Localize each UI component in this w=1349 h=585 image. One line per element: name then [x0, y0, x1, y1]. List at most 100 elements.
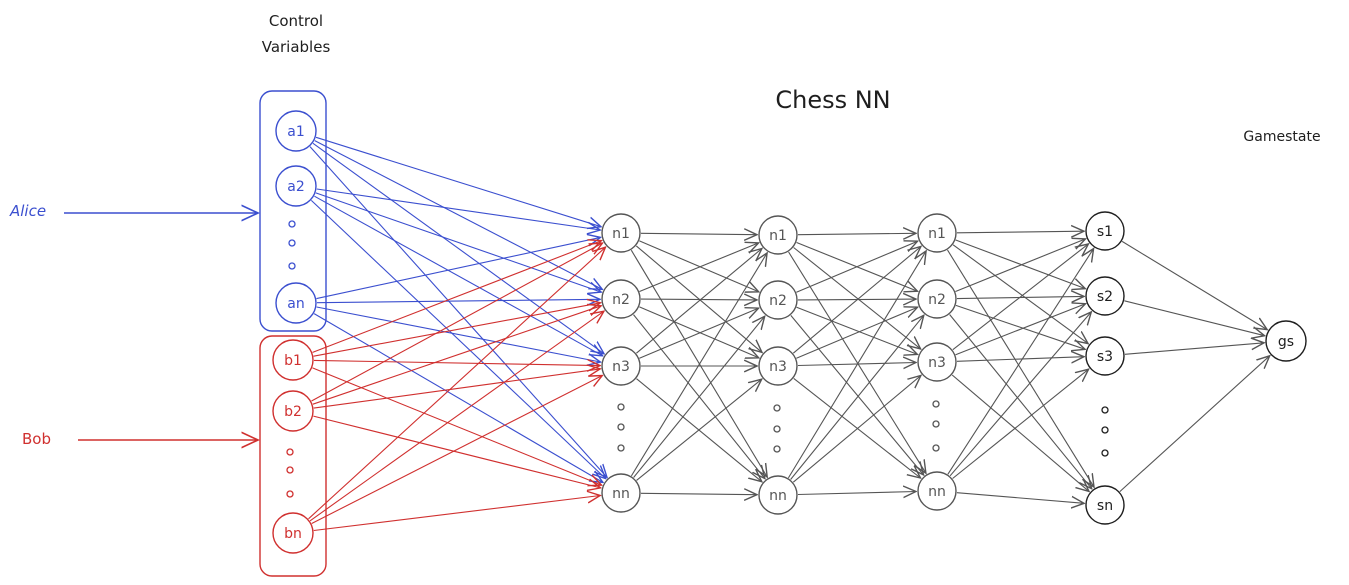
- layer2-node-0-circle: [758, 215, 798, 255]
- connection-bob-0-to-layer1-2: [313, 360, 600, 365]
- connection-layer1-3-to-layer2-2: [636, 379, 762, 481]
- connection-alice-0-to-layer1-3: [309, 146, 607, 478]
- layer1-node-2-circle: [601, 346, 641, 386]
- layer3-node-0-label: n1: [928, 226, 946, 242]
- connection-bob-2-to-layer1-2: [311, 376, 603, 524]
- layer3-node-0: n1: [917, 213, 957, 253]
- alice-node-1-label: a2: [287, 179, 305, 195]
- layer3-node-3-circle: [917, 471, 957, 511]
- connection-layer2-0-to-layer3-0: [797, 233, 916, 234]
- ellipsis-dot-alice-2: [288, 262, 296, 270]
- layer3-node-2: n3: [917, 342, 957, 382]
- connection-layer3-2-to-state-1: [955, 304, 1086, 356]
- alice-node-2: an: [275, 282, 317, 324]
- layer3-node-1-circle: [917, 279, 957, 319]
- layer1-node-2: n3: [601, 346, 641, 386]
- bob-connections: [308, 241, 606, 532]
- layer3-node-1-label: n2: [928, 292, 946, 308]
- state-node-1: s2: [1085, 276, 1125, 316]
- connection-bob-2-to-layer1-3: [313, 496, 600, 532]
- connection-bob-1-to-layer1-2: [313, 369, 600, 409]
- connection-layer3-1-to-state-2: [955, 304, 1085, 349]
- layer1-node-1-circle: [601, 279, 641, 319]
- alice-node-0: a1: [275, 110, 317, 152]
- connection-state-0-to-output: [1121, 240, 1267, 329]
- network-nodes: a1a2anb1b2bnn1n2n3nnn1n2n3nnn1n2n3nns1s2…: [272, 110, 1307, 554]
- connection-alice-0-to-layer1-2: [312, 142, 604, 353]
- bob-node-2: bn: [272, 512, 314, 554]
- connection-alice-0-to-layer1-0: [315, 136, 601, 226]
- gamestate-heading: Gamestate: [1243, 129, 1320, 145]
- alice-node-1: a2: [275, 165, 317, 207]
- connection-alice-1-to-layer1-1: [315, 192, 601, 292]
- layer3-node-2-label: n3: [928, 355, 946, 371]
- state-node-3-circle: [1085, 485, 1125, 525]
- bob-node-2-circle: [272, 512, 314, 554]
- connection-bob-1-to-layer1-0: [311, 243, 603, 402]
- layer2-node-3: nn: [758, 475, 798, 515]
- connection-bob-0-to-layer1-0: [312, 241, 602, 353]
- ellipsis-dot-layer3-2: [932, 444, 940, 452]
- layer1-node-0: n1: [601, 213, 641, 253]
- alice-node-2-label: an: [287, 296, 304, 312]
- ellipsis-dot-bob-1: [286, 466, 294, 474]
- bob-node-0: b1: [272, 339, 314, 381]
- connection-layer3-0-to-state-2: [952, 244, 1088, 344]
- connection-bob-1-to-layer1-3: [313, 415, 600, 488]
- layer1-node-0-label: n1: [612, 226, 630, 242]
- layer2-node-1-label: n2: [769, 293, 787, 309]
- connection-layer2-3-to-layer3-2: [792, 376, 921, 483]
- connection-alice-2-to-layer1-2: [316, 306, 601, 362]
- connection-bob-0-to-layer1-1: [313, 303, 601, 357]
- connection-layer3-2-to-state-0: [952, 244, 1089, 351]
- ellipsis-dot-state-1: [1101, 426, 1109, 434]
- connection-layer1-0-to-layer2-0: [640, 233, 757, 234]
- bob-node-0-circle: [272, 339, 314, 381]
- state-node-2-circle: [1085, 336, 1125, 376]
- connection-layer1-3-to-layer2-1: [633, 316, 765, 478]
- connection-layer1-3-to-layer2-0: [630, 253, 767, 477]
- layer1-node-3-circle: [601, 473, 641, 513]
- connection-layer3-1-to-state-3: [949, 314, 1092, 489]
- bob-node-1-label: b2: [284, 404, 302, 420]
- connection-state-2-to-output: [1124, 343, 1264, 355]
- connection-bob-1-to-layer1-1: [312, 306, 601, 405]
- connection-bob-2-to-layer1-1: [309, 311, 604, 522]
- control-variables-heading-line2: Variables: [262, 38, 331, 56]
- alice-node-1-circle: [275, 165, 317, 207]
- connection-layer2-0-to-layer3-3: [788, 251, 926, 473]
- diagram-title: Chess NN: [775, 86, 890, 114]
- connection-alice-1-to-layer1-3: [310, 200, 605, 478]
- layer2-node-2-circle: [758, 346, 798, 386]
- bob-label: Bob: [22, 430, 51, 448]
- ellipsis-dot-alice-1: [288, 239, 296, 247]
- layer2-node-3-circle: [758, 475, 798, 515]
- ellipsis-dot-state-0: [1101, 406, 1109, 414]
- connection-layer3-3-to-state-3: [956, 492, 1084, 504]
- connection-layer1-2-to-layer2-1: [639, 308, 758, 359]
- ellipsis-dot-layer3-0: [932, 400, 940, 408]
- connection-layer2-0-to-layer3-2: [793, 247, 921, 349]
- connection-layer3-2-to-state-3: [951, 374, 1089, 491]
- connection-layer3-0-to-state-3: [947, 249, 1095, 487]
- state-node-2: s3: [1085, 336, 1125, 376]
- connection-layer1-2-to-layer2-0: [636, 249, 762, 354]
- connection-layer3-2-to-state-2: [956, 357, 1084, 362]
- connection-alice-2-to-layer1-0: [316, 237, 601, 300]
- connection-alice-2-to-layer1-1: [316, 299, 600, 302]
- alice-label: Alice: [9, 202, 46, 220]
- layer3-node-1: n2: [917, 279, 957, 319]
- connection-layer2-3-to-layer3-3: [797, 492, 916, 495]
- state-node-0-circle: [1085, 211, 1125, 251]
- connection-alice-2-to-layer1-3: [313, 313, 603, 483]
- connection-layer1-0-to-layer2-1: [639, 240, 758, 292]
- layer3-node-0-circle: [917, 213, 957, 253]
- layer2-node-3-label: nn: [769, 488, 787, 504]
- connection-layer1-1-to-layer2-0: [639, 243, 759, 293]
- connection-layer1-1-to-layer2-2: [639, 306, 758, 358]
- ellipsis-dot-layer1-1: [617, 423, 625, 431]
- ellipsis-dots: [286, 220, 1109, 498]
- output-node-gs-circle: [1265, 320, 1307, 362]
- connection-layer3-3-to-state-0: [947, 249, 1094, 475]
- layer2-node-0-label: n1: [769, 228, 787, 244]
